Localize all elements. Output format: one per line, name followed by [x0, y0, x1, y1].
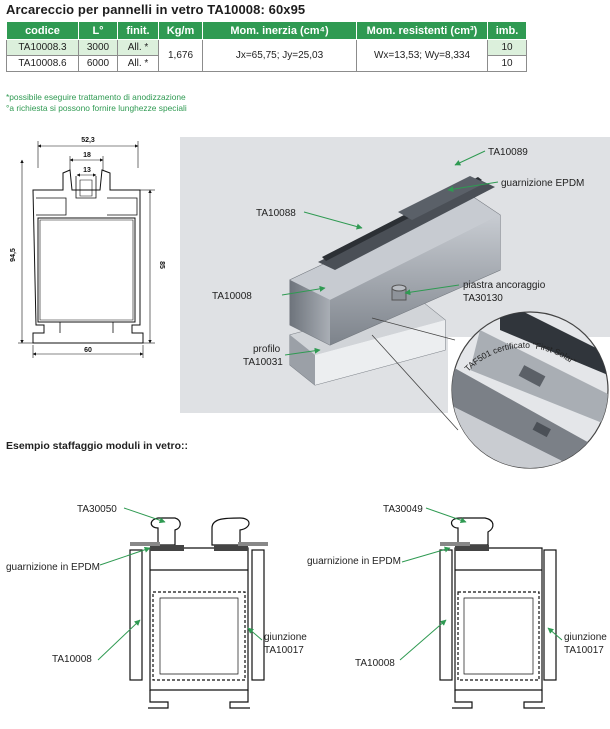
label-ta10088: TA10088	[256, 208, 296, 219]
page-title: Arcareccio per pannelli in vetro TA10008…	[6, 2, 306, 17]
spec-table: codice L° finit. Kg/m Mom. inerzia (cm⁴)…	[6, 21, 527, 72]
label-ta30049: TA30049	[383, 504, 423, 515]
label-ta10008-render: TA10008	[212, 291, 252, 302]
label-right-ta10008: TA10008	[355, 658, 395, 669]
footnote-anodizing: *possibile eseguire trattamento di anodi…	[6, 92, 186, 102]
cell-inertia: Jx=65,75; Jy=25,03	[202, 39, 357, 72]
label-piastra: piastra ancoraggio	[463, 280, 546, 291]
col-header-finish: finit.	[117, 21, 159, 40]
assembly-render	[180, 137, 610, 413]
table-row: TA10008.6 6000 All. * 10	[6, 55, 527, 72]
label-right-joint: giunzione	[564, 632, 607, 643]
cell-finish: All. *	[117, 55, 159, 72]
dim-total-width: 52,3	[81, 137, 95, 144]
cell-length: 6000	[78, 55, 118, 72]
cell-pack: 10	[487, 39, 527, 56]
label-left-joint: giunzione	[264, 632, 307, 643]
profile-section-drawing	[32, 169, 144, 344]
label-left-joint-code: TA10017	[264, 645, 304, 656]
bottom-leaders	[97, 507, 563, 661]
label-right-gasket: guarnizione in EPDM	[307, 556, 401, 567]
label-right-joint-code: TA10017	[564, 645, 604, 656]
assembly-right-drawing	[439, 517, 557, 709]
detail-zoom-circle	[371, 311, 609, 469]
label-profilo: profilo	[253, 344, 281, 355]
cell-resistance: Wx=13,53; Wy=8,334	[356, 39, 488, 72]
cell-finish: All. *	[117, 39, 159, 56]
label-ta10089: TA10089	[488, 147, 528, 158]
label-piastra-code: TA30130	[463, 293, 503, 304]
dimension-lines	[18, 141, 155, 358]
table-row: TA10008.3 3000 All. * 1,676 Jx=65,75; Jy…	[6, 39, 527, 72]
label-guarnizione-epdm: guarnizione EPDM	[501, 178, 584, 189]
dim-inner-width: 18	[83, 152, 91, 159]
dim-height-inner: 85	[158, 261, 165, 269]
dim-height-total: 94,5	[10, 248, 17, 262]
col-header-codice: codice	[6, 21, 79, 40]
label-ta30050: TA30050	[77, 504, 117, 515]
assembly-left-drawing	[129, 517, 268, 709]
label-left-gasket: guarnizione in EPDM	[6, 562, 100, 573]
render-leaders	[281, 150, 499, 356]
cell-pack: 10	[487, 55, 527, 72]
label-left-ta10008: TA10008	[52, 654, 92, 665]
footnote-lengths: °a richiesta si possono fornire lunghezz…	[6, 103, 187, 113]
dim-base-width: 60	[84, 347, 92, 354]
col-header-inertia: Mom. inerzia (cm⁴)	[202, 21, 357, 40]
dim-slot-width: 13	[83, 167, 91, 174]
section-heading: Esempio staffaggio moduli in vetro::	[6, 440, 189, 452]
table-header-row: codice L° finit. Kg/m Mom. inerzia (cm⁴)…	[6, 21, 527, 40]
label-profilo-code: TA10031	[243, 357, 283, 368]
col-header-resistance: Mom. resistenti (cm³)	[356, 21, 488, 40]
footnotes: *possibile eseguire trattamento di anodi…	[6, 92, 187, 114]
